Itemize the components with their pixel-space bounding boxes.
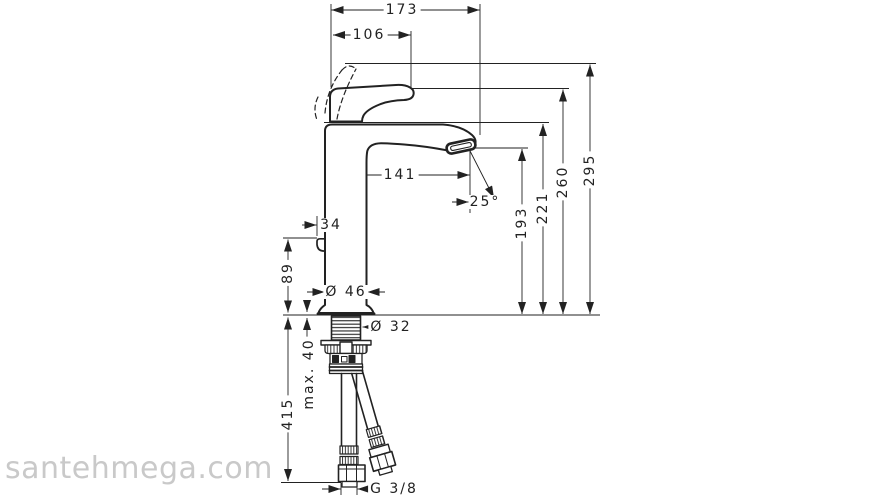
dim-pull-rod-height: 89 — [280, 260, 296, 286]
pull-rod-knob — [316, 237, 326, 252]
dim-handle-depth: 106 — [350, 27, 388, 43]
supply-hose-angled — [350, 369, 397, 476]
handle-raised-dashed — [314, 65, 357, 121]
dim-max-mounting-thickness: max. 40 — [301, 336, 317, 412]
dim-hose-length: 415 — [280, 395, 296, 433]
aerator — [445, 138, 477, 155]
dim-total-depth: 173 — [383, 2, 421, 18]
dim-rear-offset: 34 — [318, 217, 344, 233]
faucet-outline — [314, 65, 477, 488]
dim-height-body-top: 221 — [535, 189, 551, 227]
dim-height-handle-raised: 295 — [582, 151, 598, 189]
dim-connection-thread: G 3/8 — [368, 481, 420, 497]
threaded-shank — [330, 315, 362, 341]
dim-height-outlet: 193 — [514, 204, 530, 242]
dim-spout-reach: 141 — [381, 167, 419, 183]
watermark: santehmega.com — [5, 451, 273, 486]
supply-hose-straight — [337, 372, 366, 488]
mounting-hardware — [320, 339, 372, 375]
dim-spray-angle: 25° — [468, 194, 502, 210]
dim-shank-diameter: Ø 32 — [368, 319, 414, 335]
dim-height-handle: 260 — [555, 163, 571, 201]
dim-body-diameter: Ø 46 — [323, 284, 369, 300]
